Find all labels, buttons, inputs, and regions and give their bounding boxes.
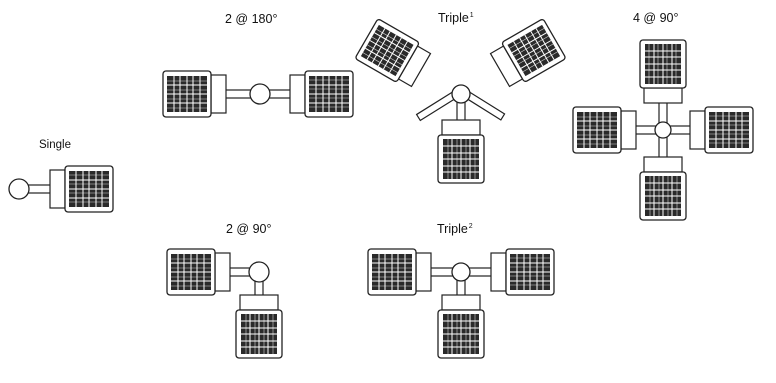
config-2-at-90 bbox=[166, 248, 283, 359]
config-label-triple-1: Triple1 bbox=[438, 11, 474, 25]
config-label-single: Single bbox=[39, 139, 71, 151]
config-single bbox=[8, 165, 114, 213]
mounting-arm-icon bbox=[26, 184, 54, 194]
config-label-4-at-90: 4 @ 90° bbox=[633, 11, 679, 25]
config-triple-2 bbox=[367, 248, 555, 359]
config-label-triple-2: Triple2 bbox=[437, 222, 473, 236]
config-triple-1 bbox=[354, 17, 567, 184]
config-2-at-180 bbox=[162, 70, 354, 118]
pole-icon bbox=[654, 121, 672, 139]
pole-icon bbox=[451, 84, 471, 104]
config-label-2-at-180: 2 @ 180° bbox=[225, 12, 278, 26]
config-label-2-at-90: 2 @ 90° bbox=[226, 222, 272, 236]
pole-icon bbox=[248, 261, 270, 283]
config-4-at-90 bbox=[572, 39, 754, 221]
pole-icon bbox=[249, 83, 271, 105]
pole-icon bbox=[451, 262, 471, 282]
pole-icon bbox=[8, 178, 30, 200]
